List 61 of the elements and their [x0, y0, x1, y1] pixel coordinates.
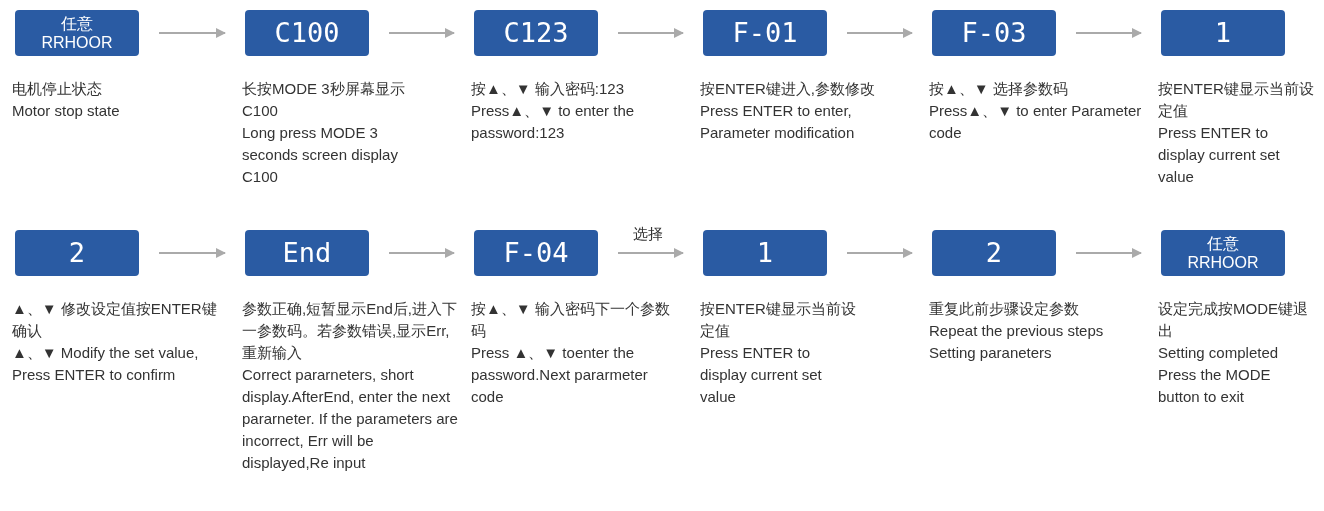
display-text: F-03 [961, 18, 1027, 48]
step-description: Press ENTER to display current set value [700, 343, 823, 407]
display-box [932, 230, 1056, 276]
arrow [1075, 28, 1142, 38]
step-description: Repeat the previous steps Setting paraneters [929, 321, 1105, 363]
step-description: 按▲、▼ 输入密码下一个参数码 [471, 299, 671, 341]
display-text: End [282, 238, 332, 268]
step-description: 参数正确,短暂显示End后,进入下一参数码。若参数错误,显示Err,重新输入 [242, 299, 459, 363]
arrow [388, 28, 455, 38]
display-text: 任意 [1207, 234, 1239, 253]
display-text: F-01 [732, 18, 798, 48]
display-text: C100 [274, 18, 340, 48]
step-description: Correct pararneters, short display.AfterEnd, enter the next pararneter. If the parameters are incorrect, Err will be displayed,Re input [242, 365, 459, 473]
display-text: RRHOOR [41, 33, 113, 52]
display-text: RRHOOR [1187, 253, 1259, 272]
display-text: 2 [985, 238, 1003, 268]
step-description: 电机停止状态 [12, 79, 103, 99]
edge-label: 选择 [630, 225, 665, 244]
display-box [474, 10, 598, 56]
display-box [15, 230, 139, 276]
display-box [474, 230, 598, 276]
step-description: ▲、▼ Modify the set value, Press ENTER to confirm [12, 343, 200, 385]
display-box [1161, 230, 1285, 276]
step-description: Motor stop state [12, 101, 121, 121]
step-description: Long press MODE 3 seconds screen display C100 [242, 123, 399, 187]
step-description: 按ENTER键显示当前设定值 [1158, 79, 1315, 121]
display-text: 1 [1214, 18, 1232, 48]
step-description: 重复此前步骤设定参数 [929, 299, 1080, 319]
display-box [703, 10, 827, 56]
arrow [158, 28, 226, 38]
arrow [1075, 248, 1142, 258]
step-description: Press▲、▼ to enter the password:123 [471, 101, 636, 143]
display-box [245, 230, 369, 276]
step-description: Press ▲、▼ toenter the password.Next pararmeter code [471, 343, 649, 407]
display-box [703, 230, 827, 276]
step-description: Press▲、▼ to enter Parameter code [929, 101, 1143, 143]
display-box [245, 10, 369, 56]
step-description: 长按MODE 3秒屏幕显示C100 [242, 79, 406, 121]
display-text: 2 [68, 238, 86, 268]
display-text: 任意 [61, 14, 93, 33]
arrow [846, 248, 913, 258]
step-description: Press ENTER to enter, Parameter modification [700, 101, 856, 143]
step-description: 按ENTER键显示当前设定值 [700, 299, 857, 341]
step-description: 按ENTER键进入,参数修改 [700, 79, 876, 99]
arrow [158, 248, 226, 258]
step-description: Press ENTER to display current set value [1158, 123, 1281, 187]
display-text: 1 [756, 238, 774, 268]
step-description: ▲、▼ 修改设定值按ENTER键确认 [12, 299, 218, 341]
display-text: F-04 [503, 238, 569, 268]
display-text: C123 [503, 18, 569, 48]
display-box [1161, 10, 1285, 56]
display-box [932, 10, 1056, 56]
arrow [617, 28, 684, 38]
arrow [617, 248, 684, 258]
display-box [15, 10, 139, 56]
step-description: 按▲、▼ 输入密码:123 [471, 79, 626, 99]
step-description: Setting completed Press the MODE button to exit [1158, 343, 1280, 407]
arrow [388, 248, 455, 258]
step-description: 按▲、▼ 选择参数码 [929, 79, 1069, 99]
step-description: 设定完成按MODE键退出 [1158, 299, 1309, 341]
arrow [846, 28, 913, 38]
